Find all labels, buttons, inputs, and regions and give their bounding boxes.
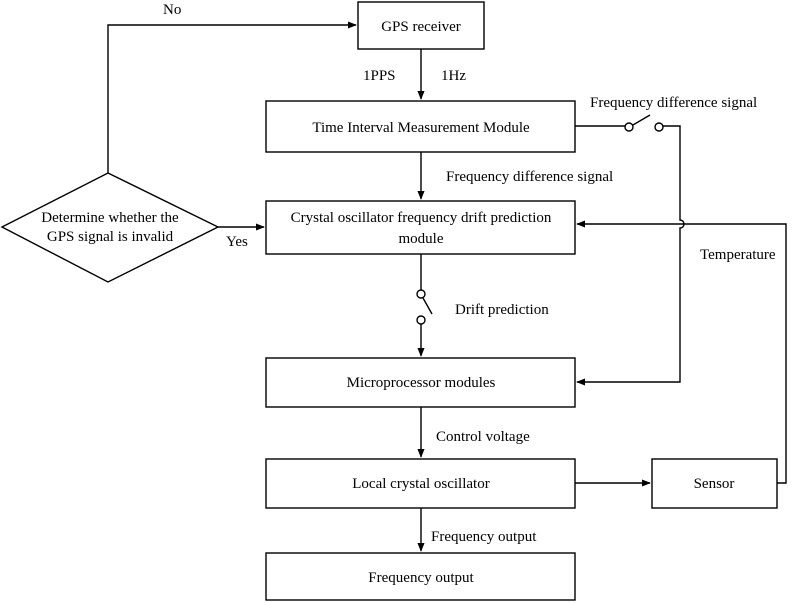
microprocessor-box: Microprocessor modules [265, 357, 576, 408]
sensor-box: Sensor [651, 458, 778, 509]
drift-switch-bottom-contact [416, 315, 426, 325]
time-interval-label: Time Interval Measurement Module [312, 120, 530, 136]
gps-receiver-label: GPS receiver [381, 19, 461, 35]
local-oscillator-label: Local crystal oscillator [352, 476, 489, 492]
yes-label: Yes [226, 234, 248, 250]
no-connector [107, 21, 357, 173]
temperature-label: Temperature [700, 247, 776, 263]
crystal-prediction-label-line1: Crystal oscillator frequency drift predi… [291, 210, 552, 226]
frequency-output-edge-label: Frequency output [431, 529, 537, 545]
temperature-feedback-connector [576, 220, 787, 484]
time-interval-box: Time Interval Measurement Module [265, 100, 576, 153]
freq-switch-blade [632, 114, 651, 126]
freq-switch-left-contact [624, 122, 634, 132]
pps-label: 1PPS [363, 68, 396, 84]
drift-switch-top-contact [416, 289, 426, 299]
frequency-output-label: Frequency output [368, 570, 474, 586]
decision-label-line2: GPS signal is invalid [47, 229, 174, 245]
decision-diamond: Determine whether the GPS signal is inva… [0, 172, 220, 283]
hz-label: 1Hz [441, 68, 466, 84]
freq-switch-right-contact [654, 122, 664, 132]
microprocessor-label: Microprocessor modules [347, 375, 496, 391]
freq-diff-right-label: Frequency difference signal [590, 95, 757, 111]
gps-receiver-box: GPS receiver [357, 1, 485, 50]
frequency-output-box: Frequency output [265, 552, 576, 601]
crystal-prediction-label-line2: module [399, 231, 444, 247]
freq-diff-mid-label: Frequency difference signal [446, 169, 613, 185]
drift-prediction-label: Drift prediction [455, 302, 549, 318]
crystal-prediction-box: Crystal oscillator frequency drift predi… [265, 200, 576, 255]
drift-switch-blade [422, 297, 433, 315]
decision-label-line1: Determine whether the [41, 210, 179, 226]
no-label: No [163, 2, 181, 18]
freq-diff-to-microprocessor-connector [576, 125, 685, 386]
control-voltage-label: Control voltage [436, 429, 530, 445]
sensor-label: Sensor [694, 476, 735, 492]
local-oscillator-box: Local crystal oscillator [265, 458, 576, 509]
